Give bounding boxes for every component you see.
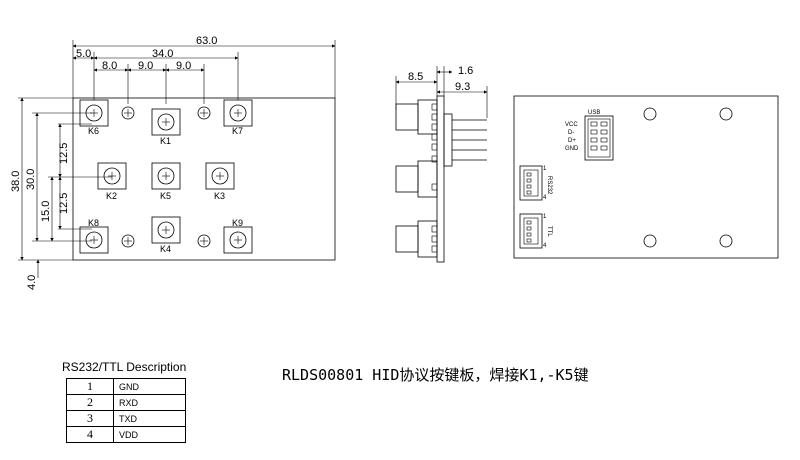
table-row: 1 GND [66, 378, 186, 395]
ttl-pin1: 1 [543, 214, 547, 220]
rs232-pin1: 1 [543, 166, 547, 172]
key-label-k6: K6 [88, 126, 99, 136]
pin-number: 3 [66, 410, 114, 427]
dim-9b: 9.0 [176, 60, 191, 72]
usb-pin-dplus: D+ [568, 138, 576, 144]
key-switch-k8: K8 [79, 218, 109, 254]
mounting-hole [197, 106, 211, 120]
pin-number: 1 [66, 378, 114, 395]
dim-4: 4.0 [26, 275, 38, 290]
key-label-k8: K8 [88, 218, 99, 228]
pin-signal: TXD [113, 410, 186, 427]
key-label-k4: K4 [160, 244, 171, 254]
usb-pins [590, 121, 608, 151]
usb-pin-dminus: D- [568, 130, 574, 136]
dim-8-5: 8.5 [408, 71, 423, 83]
dim-38: 38.0 [10, 171, 22, 192]
mounting-hole [121, 234, 135, 248]
key-switch-k4: K4 [151, 216, 181, 254]
key-switch-k3: K3 [205, 162, 235, 201]
pin-signal: GND [113, 378, 186, 395]
dim-15: 15.0 [40, 201, 52, 222]
description-title: RS232/TTL Description [62, 360, 187, 374]
usb-label: USB [588, 110, 600, 116]
dim-9-3: 9.3 [455, 81, 470, 93]
dim-34: 34.0 [152, 48, 173, 60]
dim-9a: 9.0 [138, 60, 153, 72]
back-view: USB VCC D- D+ GND RS232 1 4 [513, 95, 779, 259]
dim-5: 5.0 [76, 48, 91, 60]
side-pin-header [443, 113, 487, 167]
key-label-k2: K2 [106, 191, 117, 201]
mounting-hole [643, 234, 657, 248]
product-caption: RLDS00801 HID协议按键板，焊接K1,-K5键 [282, 366, 589, 384]
key-label-k7: K7 [232, 126, 243, 136]
table-row: 3 TXD [66, 410, 186, 427]
back-board-outline [513, 95, 779, 259]
mounting-hole [719, 107, 733, 121]
front-board-outline [72, 97, 336, 261]
key-label-k3: K3 [214, 191, 225, 201]
side-button-middle [395, 160, 438, 198]
rs232-pin4: 4 [543, 195, 547, 201]
dim-12-5-top: 12.5 [58, 143, 70, 164]
dim-12-5-bottom: 12.5 [58, 193, 70, 214]
table-row: 2 RXD [66, 394, 186, 411]
side-button-bottom [395, 220, 438, 258]
usb-pin-vcc: VCC [565, 122, 578, 128]
pin-number: 2 [66, 394, 114, 411]
mounting-hole [719, 234, 733, 248]
usb-pin-gnd: GND [565, 146, 579, 152]
description-table: 1 GND 2 RXD 3 TXD 4 VDD [66, 378, 186, 443]
key-switch-k5: K5 [151, 162, 181, 201]
key-label-k1: K1 [160, 136, 171, 146]
ttl-pin4: 4 [543, 243, 547, 249]
ttl-connector: TTL 1 4 [519, 213, 552, 249]
key-switch-k2: K2 [97, 162, 127, 201]
mounting-hole [121, 106, 135, 120]
table-row: 4 VDD [66, 426, 186, 443]
front-view: 63.0 5.0 34.0 8.0 9.0 9.0 38.0 30.0 15.0… [10, 35, 336, 290]
key-switch-k9: K9 [223, 218, 253, 254]
rs232-label: RS232 [546, 176, 552, 195]
dim-1-6: 1.6 [458, 65, 473, 77]
pin-signal: VDD [113, 426, 186, 443]
mounting-hole [643, 107, 657, 121]
key-label-k9: K9 [232, 218, 243, 228]
key-switch-k7: K7 [223, 99, 253, 136]
mounting-hole [197, 234, 211, 248]
pin-number: 4 [66, 426, 114, 443]
key-switch-k1: K1 [151, 108, 181, 146]
key-switch-k6: K6 [79, 99, 109, 136]
side-solder-bumps [431, 103, 438, 253]
usb-header: USB VCC D- D+ GND [565, 110, 614, 161]
dim-30: 30.0 [25, 169, 37, 190]
ttl-label: TTL [546, 226, 552, 237]
dim-63: 63.0 [196, 35, 217, 47]
side-view: 8.5 1.6 9.3 [395, 65, 488, 263]
dim-8: 8.0 [102, 60, 117, 72]
side-button-top [395, 99, 438, 135]
side-board-edge [436, 95, 445, 263]
pin-signal: RXD [113, 394, 186, 411]
key-label-k5: K5 [160, 191, 171, 201]
rs232-connector: RS232 1 4 [519, 165, 552, 201]
